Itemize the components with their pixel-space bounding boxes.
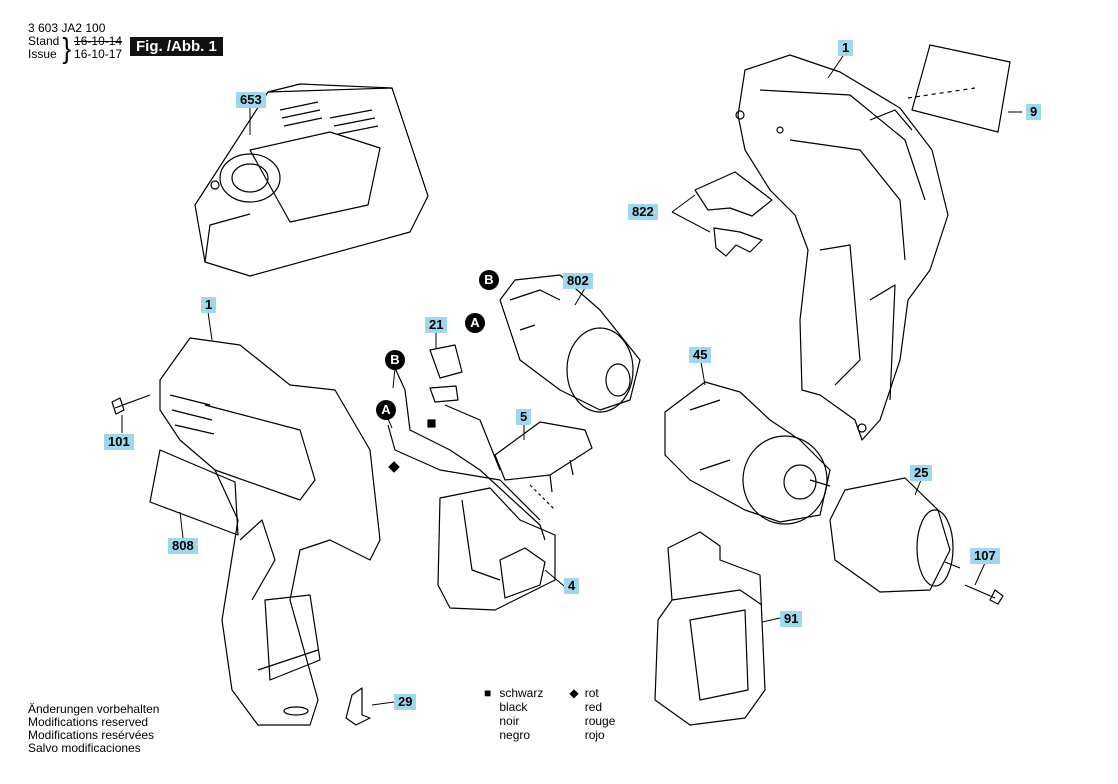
issue-label: Issue — [28, 47, 57, 61]
header-block: 3 603 JA2 100 Stand Issue } 16-10-14 16-… — [28, 21, 122, 65]
callout-653: 653 — [236, 92, 266, 108]
label-plate-drawing — [907, 44, 1011, 133]
callout-4: 4 — [564, 578, 580, 594]
callout-9: 9 — [1026, 104, 1042, 120]
callout-822: 822 — [628, 204, 658, 220]
callout-5: 5 — [516, 409, 532, 425]
stand-issue-block: Stand Issue } 16-10-14 16-10-17 — [28, 31, 122, 65]
black-square-icon: ■ — [484, 686, 492, 700]
callout-808: 808 — [168, 538, 198, 554]
leader-lines — [121, 52, 1022, 706]
connector-b-cable: B — [385, 350, 405, 370]
callout-107: 107 — [970, 548, 1000, 564]
legend-black-de: schwarz — [499, 686, 544, 700]
callout-29: 29 — [394, 694, 417, 710]
charger-drawing — [194, 83, 429, 277]
callout-1-left: 1 — [201, 297, 217, 313]
label-column: Stand Issue — [28, 35, 59, 61]
clip-drawing — [345, 687, 371, 726]
callout-1-top: 1 — [838, 40, 854, 56]
legend-red-de: rot — [584, 686, 599, 700]
date-old: 16-10-14 — [74, 34, 123, 48]
housing-left-drawing — [159, 337, 381, 726]
label-808-drawing — [149, 449, 239, 536]
screw-107-drawing — [964, 584, 1004, 605]
legend-red-en: red — [584, 700, 603, 714]
cover-5-drawing — [494, 421, 593, 511]
callout-25: 25 — [910, 465, 933, 481]
date-column: 16-10-14 16-10-17 — [74, 35, 122, 61]
housing-right-drawing — [735, 54, 949, 441]
red-wire-marker — [388, 461, 400, 473]
switch-module-drawing — [437, 487, 556, 611]
cables-drawing — [387, 344, 546, 541]
legend-black-en: black — [499, 700, 528, 714]
chuck-drawing — [829, 477, 961, 593]
date-new: 16-10-17 — [74, 47, 123, 61]
legend-black-column: ■ schwarz black noir negro — [484, 686, 543, 742]
modifications-es: Salvo modificaciones — [28, 741, 141, 755]
connector-a-motor: A — [465, 313, 485, 333]
callout-91: 91 — [780, 611, 803, 627]
gearbox-drawing — [664, 381, 831, 525]
motor-drawing — [499, 274, 641, 413]
screw-101-drawing — [111, 394, 151, 415]
brace-icon: } — [62, 31, 72, 65]
figure-title: Fig. /Abb. 1 — [130, 37, 223, 56]
modifications-notice: Änderungen vorbehalten Modifications res… — [28, 703, 159, 755]
doc-number: 3 603 JA2 100 — [28, 21, 106, 35]
callout-21: 21 — [425, 317, 448, 333]
legend-black-fr: noir — [499, 714, 520, 728]
connector-a-cable: A — [376, 400, 396, 420]
connector-b-motor: B — [479, 270, 499, 290]
modifications-fr: Modifications resérvées — [28, 728, 155, 742]
battery-drawing — [654, 531, 766, 726]
modifications-en: Modifications reserved — [28, 715, 149, 729]
callout-101: 101 — [104, 434, 134, 450]
legend-red-es: rojo — [584, 728, 605, 742]
black-wire-marker — [427, 419, 436, 428]
switch-drawing — [694, 171, 773, 257]
red-diamond-icon: ◆ — [569, 686, 579, 700]
modifications-de: Änderungen vorbehalten — [28, 702, 160, 716]
legend-black-es: negro — [499, 728, 531, 742]
callout-45: 45 — [689, 347, 712, 363]
wire-colour-legend: ■ schwarz black noir negro ◆ rot red rou… — [484, 686, 615, 742]
legend-red-fr: rouge — [584, 714, 616, 728]
legend-red-column: ◆ rot red rouge rojo — [569, 686, 615, 742]
callout-802: 802 — [563, 273, 593, 289]
stand-label: Stand — [28, 34, 60, 48]
